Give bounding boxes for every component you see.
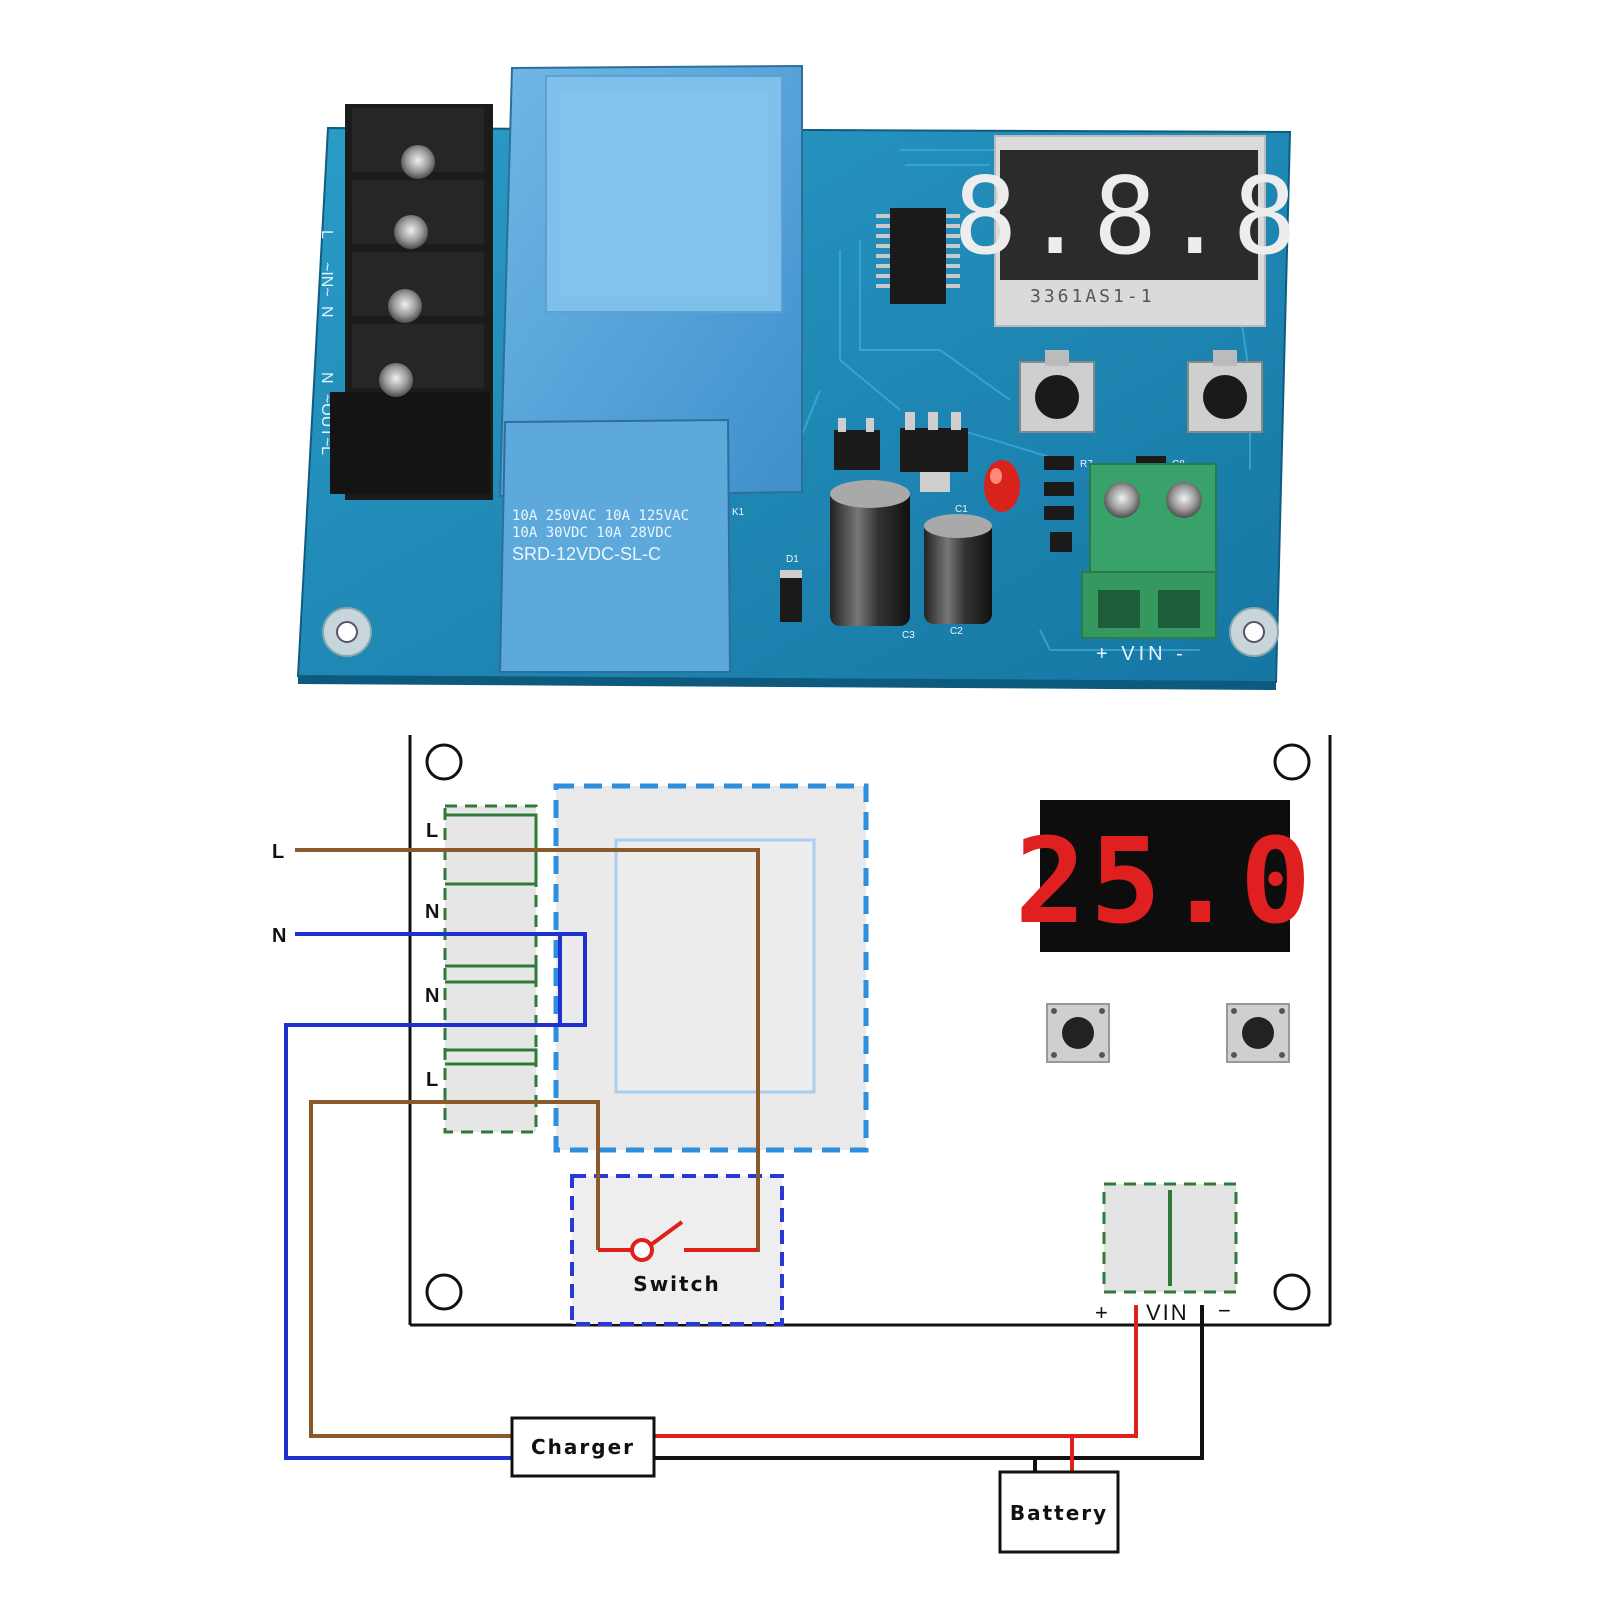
transistor [834, 418, 880, 470]
charger-box: Charger [510, 1416, 656, 1478]
diagram-terminal-label-1: N [425, 901, 439, 923]
input-label-n: N [272, 925, 286, 947]
board-terminal-label-1: ~IN~ [318, 262, 335, 297]
screw-3 [388, 289, 422, 323]
charger-label: Charger [531, 1435, 635, 1459]
diode-d1 [780, 570, 802, 622]
ref-d1: D1 [786, 554, 799, 565]
diagram-terminal-label-3: L [426, 1069, 438, 1091]
diagram-hole-bl [425, 1273, 463, 1311]
dc-wires [654, 1305, 1204, 1472]
diagram-terminal-block: L N N L [425, 804, 538, 1134]
diagram-button-right [1226, 1003, 1290, 1063]
board-terminal-label-3: N [318, 372, 335, 384]
capacitor-c3 [830, 480, 910, 626]
tactile-button-right [1187, 350, 1263, 433]
screw-terminal-block [330, 104, 493, 500]
ic-chip [876, 208, 960, 304]
screw-2 [394, 215, 428, 249]
relay: 10A 250VAC 10A 125VAC 10A 30VDC 10A 28VD… [498, 418, 745, 673]
diagram-hole-br [1273, 1273, 1311, 1311]
ref-c1: C1 [955, 504, 968, 515]
diagram-terminal-label-2: N [425, 985, 439, 1007]
ref-c3: C3 [902, 630, 915, 641]
diagram-transformer [553, 783, 869, 1153]
board-vin-label: + VIN - [1096, 643, 1187, 665]
display-placeholder-digits: 8.8.8 [953, 155, 1302, 278]
diagram-hole-tr [1273, 743, 1311, 781]
diagram-vin-label: VIN [1146, 1300, 1189, 1325]
board-terminal-label-0: L [318, 230, 335, 239]
diagram-vin-minus: − [1218, 1298, 1231, 1323]
relay-ref-label: K1 [732, 507, 745, 518]
red-led [984, 460, 1020, 512]
diagram-terminal-label-0: L [426, 820, 438, 842]
vin-terminal-block [1081, 463, 1217, 639]
negative-wire [654, 1305, 1204, 1460]
live-output-wire [309, 1100, 600, 1438]
mounting-hole-left [322, 607, 372, 657]
switch-label: Switch [633, 1272, 720, 1296]
battery-label: Battery [1010, 1501, 1108, 1525]
pcb-board-photo: L ~IN~ N N ~OUT~ L [296, 64, 1302, 690]
wiring-diagram: L N N L 25.0 [272, 735, 1332, 1554]
diagram-display: 25.0 [1015, 800, 1315, 952]
diagram-display-reading: 25.0 [1015, 812, 1315, 950]
ref-c2: C2 [950, 626, 963, 637]
neutral-input-wire [284, 932, 587, 1460]
board-terminal-label-2: N [318, 306, 335, 318]
ref-r7: R7 [1080, 459, 1093, 470]
positive-wire [654, 1305, 1138, 1438]
seven-segment-display-module: 8.8.8 3361AS1-1 [953, 135, 1302, 327]
diagram-button-left [1046, 1003, 1110, 1063]
relay-model: SRD-12VDC-SL-C [512, 544, 661, 564]
diagram-board-outline [408, 735, 1332, 1327]
diagram-vin-plus: + [1095, 1300, 1108, 1325]
screw-1 [401, 145, 435, 179]
display-part-number: 3361AS1-1 [1030, 286, 1155, 307]
relay-rating-line-2: 10A 30VDC 10A 28VDC [512, 525, 672, 541]
battery-box: Battery [998, 1470, 1120, 1554]
tactile-button-left [1019, 350, 1095, 433]
capacitor-c2 [924, 514, 992, 624]
screw-4 [379, 363, 413, 397]
relay-rating-line-1: 10A 250VAC 10A 125VAC [512, 508, 689, 524]
diagram-hole-tl [425, 743, 463, 781]
neutral-wires [284, 932, 587, 1460]
diagram-vin-terminal [1102, 1182, 1238, 1294]
transformer [498, 64, 803, 498]
voltage-regulator [900, 412, 968, 492]
board-terminal-label-5: L [318, 446, 335, 455]
smd-components [1044, 456, 1166, 552]
input-label-l: L [272, 841, 284, 863]
mounting-hole-right [1229, 607, 1279, 657]
